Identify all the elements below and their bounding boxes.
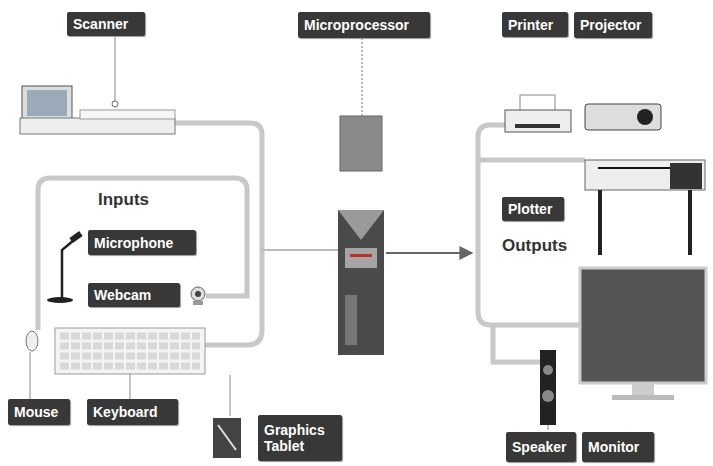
node-text: Microphone [94,235,173,251]
node-text: Printer [508,17,553,33]
tablet-illustration [213,418,241,458]
scanner-illustration [20,86,175,134]
label-box: Printer [502,12,568,37]
node-text: Webcam [94,287,151,303]
label-box: Scanner [67,12,145,36]
node-text: Projector [580,17,641,33]
leader-line [30,35,548,430]
node-text: Mouse [14,404,58,420]
tower-illustration [338,210,384,355]
webcam-illustration [191,287,205,305]
label-box: Mouse [8,399,70,425]
section-heading: Outputs [502,236,567,256]
node-text: Microprocessor [304,17,409,33]
speaker-illustration [540,350,556,425]
label-box: Microprocessor [298,12,430,38]
flow-arrow [386,252,472,254]
node-text: Plotter [508,201,552,217]
label-box: Monitor [582,432,654,462]
mouse-illustration [26,331,38,351]
label-box: Microphone [88,230,196,255]
leader-line [362,38,363,116]
label-box: Plotter [502,197,564,221]
cable [38,123,585,362]
node-text: Keyboard [93,404,158,420]
label-box: Graphics Tablet [258,415,342,461]
cable [262,249,338,251]
section-heading: Inputs [98,190,149,210]
node-text: Scanner [73,16,128,32]
node-text: Graphics Tablet [264,422,336,454]
label-box: Projector [574,12,652,38]
label-box: Webcam [88,283,180,307]
chip-illustration [340,116,382,171]
keyboard-illustration [55,328,205,374]
monitor-illustration [580,268,706,400]
microphone-illustration [47,231,83,303]
printer-illustration [505,95,571,132]
node-text: Speaker [512,439,566,455]
label-box: Keyboard [87,399,178,425]
projector-illustration [585,104,661,130]
plotter-illustration [585,160,705,255]
label-box: Speaker [506,432,576,462]
node-text: Monitor [588,439,639,455]
